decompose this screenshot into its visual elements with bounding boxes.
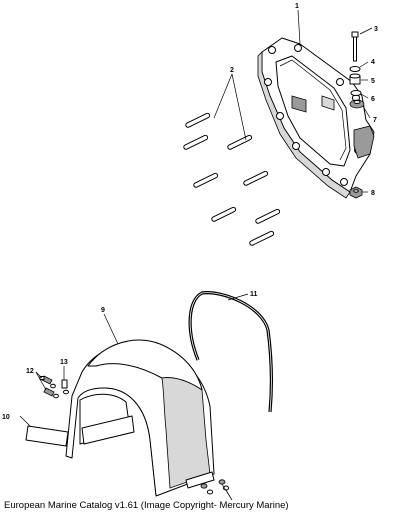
part-5-spacer	[349, 73, 361, 85]
part-6-washer	[350, 90, 362, 96]
part-10-decal-plate	[25, 425, 69, 447]
part-3-bolt	[351, 31, 359, 62]
callout-8: 8	[371, 190, 375, 197]
callout-11: 11	[250, 291, 258, 298]
callout-1: 1	[295, 3, 299, 10]
part-2-dowel-pins	[183, 112, 281, 246]
part-4-washer	[349, 66, 361, 72]
callout-labels: 1 2 3 4 5 6 7 8 9 10 11 12 13	[2, 3, 378, 421]
part-12-screws	[39, 375, 59, 399]
callout-4: 4	[371, 59, 375, 66]
leader-lines	[19, 9, 373, 501]
callout-3: 3	[374, 26, 378, 33]
part-11-seal-strip	[188, 291, 273, 413]
part-9-cowl-cover	[65, 339, 215, 497]
catalog-caption: European Marine Catalog v1.61 (Image Cop…	[4, 500, 289, 511]
callout-6: 6	[371, 96, 375, 103]
part-8-nut	[349, 186, 363, 199]
callout-13: 13	[60, 359, 68, 366]
callout-12: 12	[26, 368, 34, 375]
part-1-adapter-plate	[257, 37, 375, 199]
part-7-grommet	[349, 99, 365, 109]
callout-10: 10	[2, 414, 10, 421]
callout-2: 2	[230, 67, 234, 74]
callout-7: 7	[373, 117, 377, 124]
callout-5: 5	[371, 78, 375, 85]
part-13-clip	[61, 379, 69, 395]
callout-9: 9	[101, 307, 105, 314]
